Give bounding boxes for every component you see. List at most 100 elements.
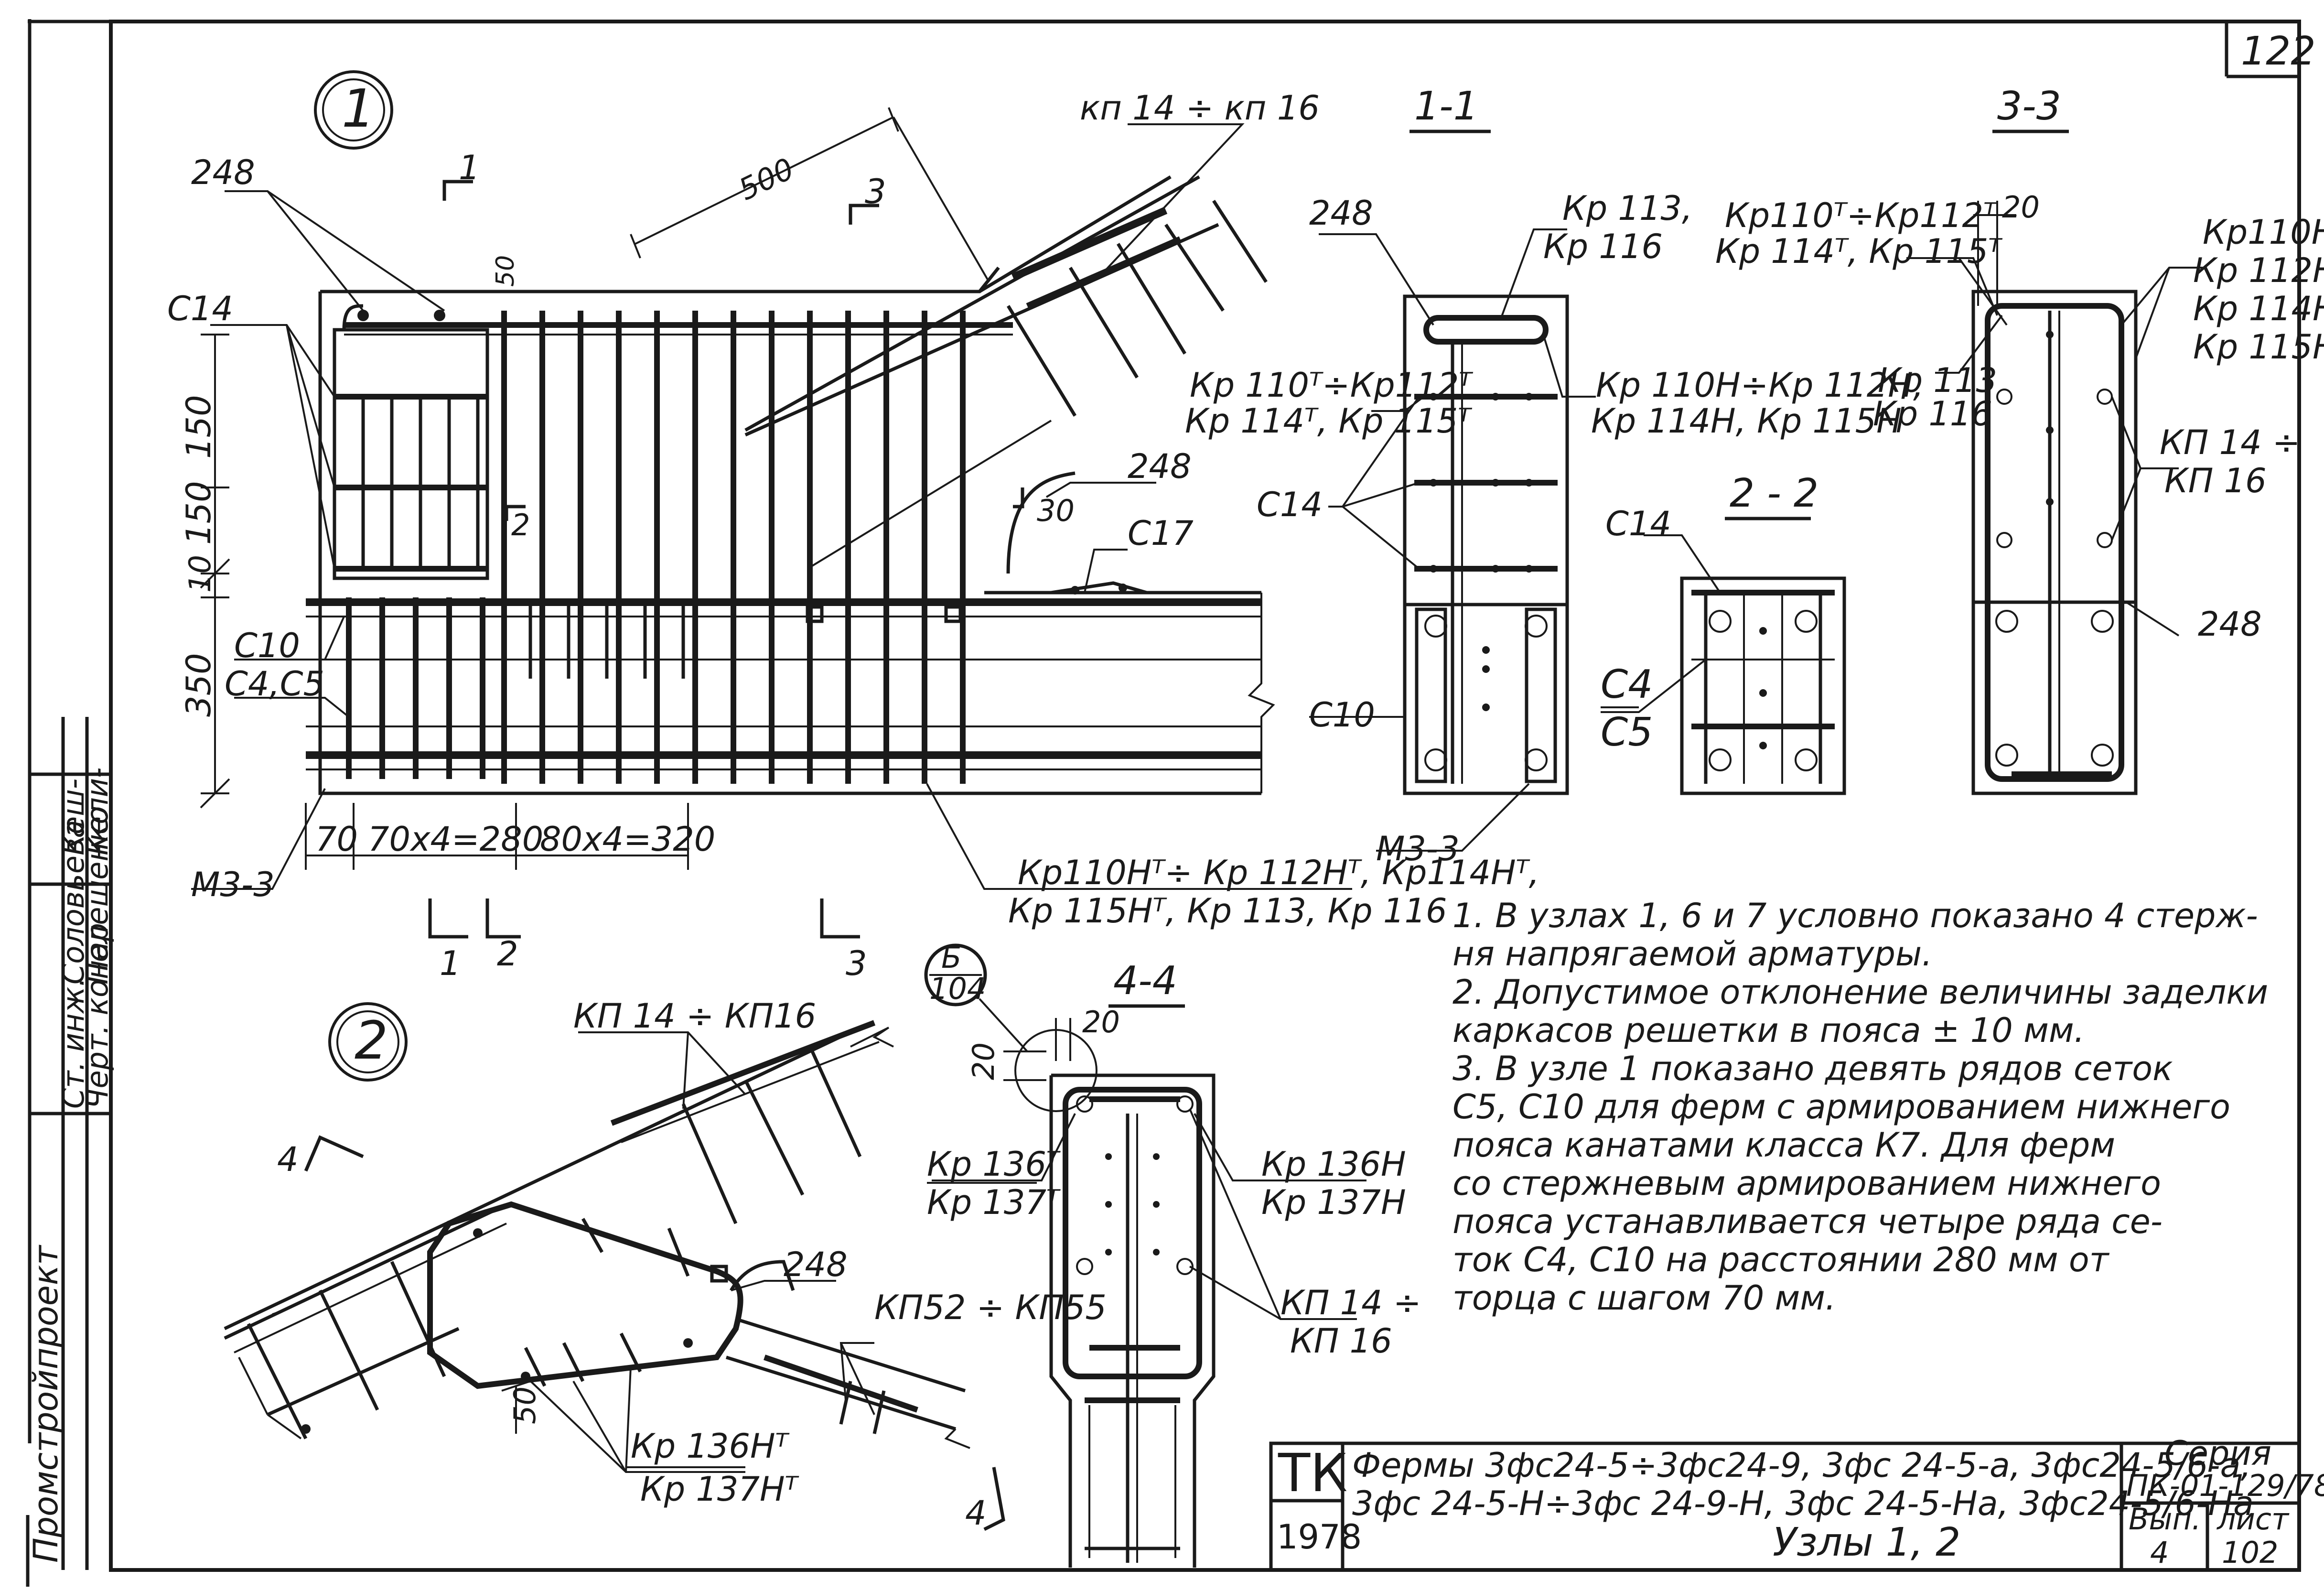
node2-cut-4b: 4: [965, 1494, 987, 1533]
s11-label-248: 248: [1309, 194, 1373, 233]
sheet-frame: [26, 19, 2301, 1587]
dim-70: 70: [315, 820, 358, 859]
stamp-title-2: 3фс 24-5-Н÷3фс 24-9-Н, 3фс 24-5-На, 3фс2…: [1352, 1484, 2254, 1523]
ref-callout-top: Б: [941, 940, 962, 975]
name-1: Соловьева: [56, 820, 91, 985]
cut-3-bottom: 3: [846, 944, 867, 983]
stamp-year: 1978: [1277, 1517, 1362, 1557]
note-line-9: пояса устанавливается четыре ряда се-: [1452, 1202, 2163, 1241]
note-line-5: 3. В узле 1 показано девять рядов сеток: [1452, 1049, 2173, 1088]
dim-500: 500: [733, 151, 799, 207]
s11-label-kp110t: Кр 110ᵀ÷Кр112ᵀ: [1190, 366, 1473, 405]
node-2-drawing: 2: [224, 996, 1107, 1533]
cut-1-bottom: 1: [440, 944, 461, 983]
node2-label-248: 248: [784, 1245, 848, 1284]
section-4-4: 4-4 Б 104 20 20 Кр 136ᵀ Кр 137ᵀ Кр 13: [924, 940, 1421, 1568]
stamp-vyp-value: 4: [2150, 1535, 2169, 1570]
s33-label-kp14: КП 14 ÷: [2160, 423, 2301, 462]
s33-label-kp113: Кр 113: [1878, 361, 1997, 400]
role-1: Ст. инж.: [56, 977, 91, 1109]
node-2-marker: 2: [355, 1010, 388, 1071]
cut-2-bottom: 2: [497, 934, 518, 974]
s22-label-c14: С14: [1605, 504, 1671, 543]
role-2: Черт. конар: [80, 923, 115, 1109]
label-248-node1: 248: [191, 153, 255, 192]
node2-cut-4a: 4: [277, 1140, 299, 1179]
s33-label-kp112h: Кр 112Н,: [2193, 251, 2324, 290]
section-3-3-title: 3-3: [1997, 84, 2061, 129]
s11-label-kp116: Кр 116: [1543, 227, 1663, 266]
dim-80x4: 80х4=320: [540, 820, 715, 859]
stirrups-top: [501, 311, 966, 784]
note-line-2: ня напрягаемой арматуры.: [1452, 934, 1932, 974]
cut-1-top: 1: [459, 148, 480, 187]
cut-2-mid: 2: [511, 508, 530, 542]
note-line-10: ток С4, С10 на расстоянии 280 мм от: [1452, 1240, 2110, 1279]
signature-2: Кели-: [80, 768, 115, 855]
cut-3-top: 3: [865, 172, 886, 211]
node-1-marker: 1: [342, 78, 375, 139]
s44-label-kp136t: Кр 136ᵀ: [927, 1145, 1061, 1184]
label-c4c5-node1: С4,С5: [225, 664, 324, 704]
note-line-1: 1. В узлах 1, 6 и 7 условно показано 4 с…: [1452, 896, 2258, 935]
note-line-6: С5, С10 для ферм с армированием нижнего: [1452, 1087, 2230, 1126]
org-name: Промстройпроект: [26, 1245, 65, 1563]
s11-label-kp114t: Кр 114ᵀ, Кр 115ᵀ: [1185, 401, 1472, 441]
dim-50: 50: [491, 255, 520, 287]
label-kp1416-node1: кп 14 ÷ кп 16: [1080, 88, 1320, 128]
s44-label-kp14: КП 14 ÷: [1280, 1283, 1421, 1322]
section-4-4-title: 4-4: [1113, 958, 1177, 1004]
label-c17: С17: [1128, 514, 1194, 553]
s11-label-kp110h: Кр 110Н÷Кр 112Н,: [1596, 366, 1924, 405]
note-line-8: со стержневым армированием нижнего: [1452, 1164, 2161, 1203]
section-3-3: 3-3 20 Кр110ᵀ÷Кр112ᵀ Кр 114ᵀ, Кр 115ᵀ Кр…: [1715, 84, 2324, 795]
s44-dim-20a: 20: [1082, 1005, 1120, 1039]
dim-150b: 150: [179, 481, 218, 545]
s22-label-c5: С5: [1601, 710, 1653, 755]
node2-label-kp136: Кр 136Нᵀ: [631, 1427, 790, 1466]
ref-callout-bottom: 104: [929, 971, 986, 1006]
stamp-title-1: Фермы 3фс24-5÷3фс24-9, 3фс 24-5-а, 3фс24…: [1352, 1446, 2251, 1485]
dim-70x4: 70х4=280: [368, 820, 543, 859]
s33-label-kp115h: Кр 115Н: [2193, 327, 2324, 367]
note-line-4: каркасов решетки в пояса ± 10 мм.: [1452, 1011, 2085, 1050]
label-c14-node1: С14: [167, 289, 233, 328]
s44-dim-20b: 20: [966, 1042, 1001, 1080]
s33-label-kp116: Кр 116: [1873, 394, 1992, 433]
section-1-1: 1-1 248 Кр 113, Кр 116 Кр 110ᵀ÷Кр112ᵀ Кр…: [1185, 84, 1924, 868]
s11-label-kp114h: Кр 114Н, Кр 115Н: [1591, 401, 1902, 441]
stamp-seriya-value: ПК-01-129/78: [2126, 1468, 2324, 1503]
note-line-7: пояса канатами класса К7. Для ферм: [1452, 1126, 2115, 1165]
rebar-list-line2: Кр 115Нᵀ, Кр 113, Кр 116: [1008, 891, 1447, 931]
s33-label-kp110t: Кр110ᵀ÷Кр112ᵀ: [1725, 196, 1998, 235]
stamp-tk: ТК: [1278, 1442, 1347, 1504]
node2-label-kp1416: КП 14 ÷ КП16: [573, 996, 816, 1036]
node2-label-kp137: Кр 137Нᵀ: [640, 1470, 799, 1509]
dim-30: 30: [1037, 493, 1075, 528]
label-m33-node1: М3-3: [191, 865, 275, 904]
rebar-list-line1: Кр110Нᵀ÷ Кр 112Нᵀ, Кр114Нᵀ,: [1018, 853, 1539, 892]
signature-1: Кеш-: [56, 779, 91, 855]
note-line-3: 2. Допустимое отклонение величины заделк…: [1452, 973, 2268, 1012]
s33-label-kp114h: Кр 114Н,: [2193, 289, 2324, 328]
dim-150a: 150: [179, 395, 218, 459]
stamp-seriya-label: Серия: [2164, 1434, 2271, 1473]
section-2-2-title: 2 - 2: [1730, 471, 1818, 516]
s33-label-248: 248: [2198, 605, 2262, 644]
label-c10-node1: С10: [234, 626, 300, 665]
s44-label-kp136h: Кр 136Н: [1261, 1145, 1406, 1184]
sheet-number: 122: [2241, 29, 2316, 74]
s11-label-m33: М3-3: [1376, 829, 1460, 868]
s33-label-kp16: КП 16: [2164, 461, 2267, 500]
stamp-list-value: 102: [2222, 1535, 2278, 1570]
section-2-2: 2 - 2 С14 С4 С5: [1601, 471, 1846, 795]
s11-label-c10: С10: [1309, 695, 1375, 735]
s44-label-kp137h: Кр 137Н: [1261, 1183, 1406, 1222]
s33-label-kp110h: Кр110Н ÷: [2203, 213, 2324, 252]
side-title-block: Промстройпроект Ст. инж. Черт. конар Сол…: [26, 717, 115, 1570]
name-2: Пелешенко: [80, 806, 115, 985]
title-block: ТК 1978 Фермы 3фс24-5÷3фс24-9, 3фс 24-5-…: [1269, 1434, 2324, 1572]
note-line-11: торца с шагом 70 мм.: [1452, 1278, 1836, 1318]
s22-label-c4: С4: [1601, 662, 1653, 707]
